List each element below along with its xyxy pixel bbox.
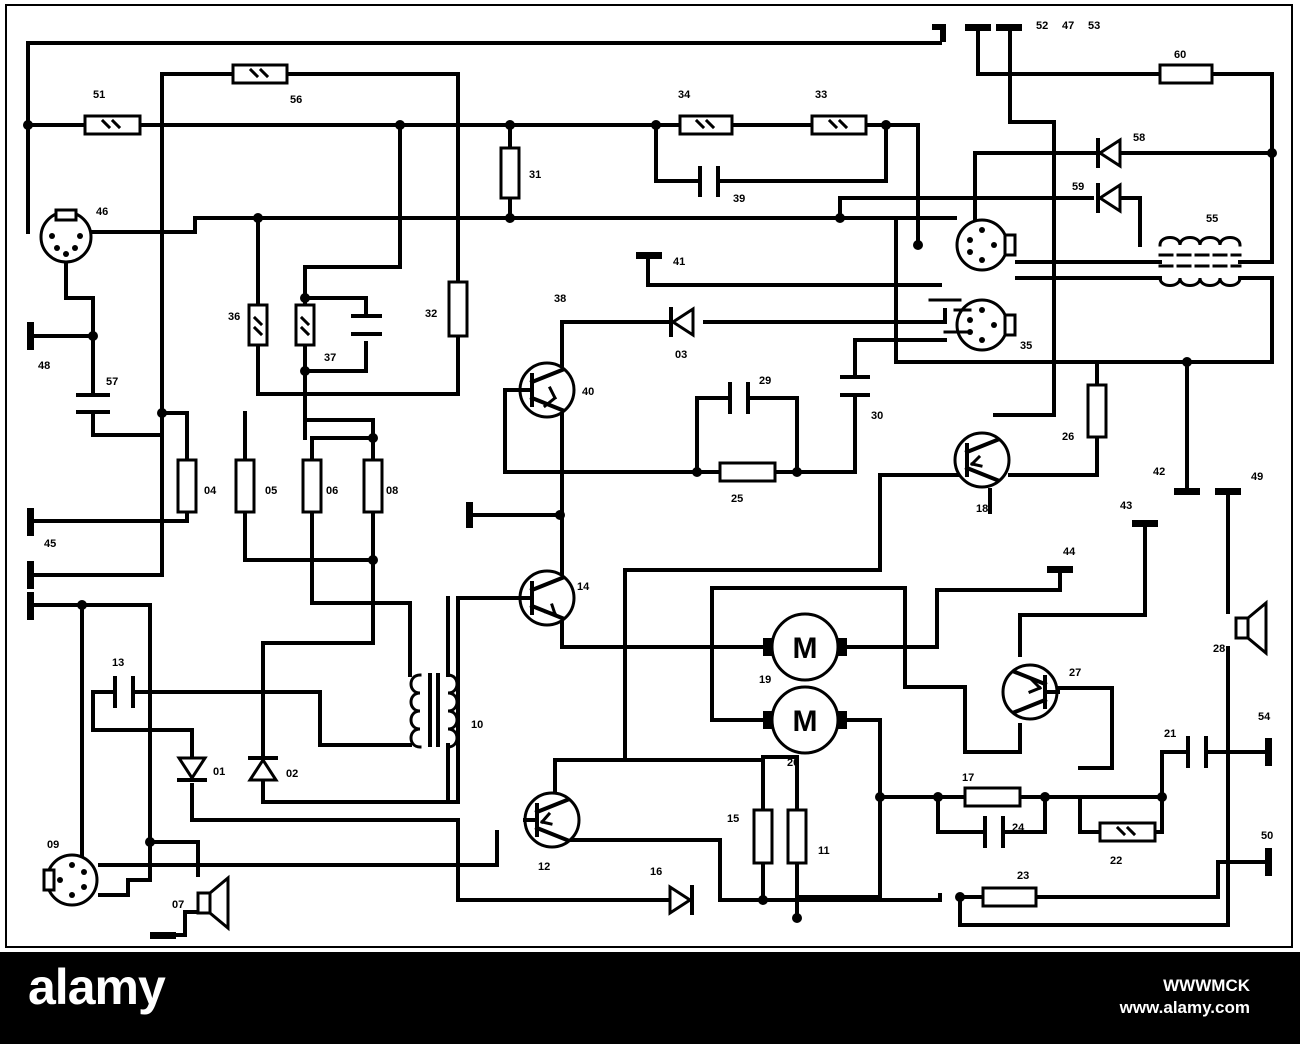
label-12: 12	[538, 861, 550, 873]
label-28: 28	[1213, 643, 1225, 655]
label-34: 34	[678, 89, 691, 101]
label-37: 37	[324, 352, 336, 364]
label-27: 27	[1069, 667, 1081, 679]
label-08: 08	[386, 485, 398, 497]
label-55: 55	[1206, 213, 1218, 225]
label-09: 09	[47, 839, 59, 851]
label-31: 31	[529, 169, 541, 181]
label-30: 30	[871, 410, 883, 422]
label-45: 45	[44, 538, 56, 550]
label-42: 42	[1153, 466, 1165, 478]
label-03: 03	[675, 349, 687, 361]
image-reference: WWWMCK www.alamy.com	[1120, 975, 1250, 1019]
label-19: 19	[759, 674, 771, 686]
label-44: 44	[1063, 546, 1076, 558]
label-33: 33	[815, 89, 827, 101]
label-54: 54	[1258, 711, 1271, 723]
label-35: 35	[1020, 340, 1032, 352]
label-20: 20	[787, 757, 799, 769]
label-23: 23	[1017, 870, 1029, 882]
label-48: 48	[38, 360, 50, 372]
motor-19-symbol: M	[793, 632, 818, 665]
label-25: 25	[731, 493, 743, 505]
speaker-symbols	[196, 599, 1268, 932]
label-14: 14	[577, 581, 590, 593]
din-connector-symbols	[39, 208, 1017, 907]
label-24: 24	[1012, 822, 1025, 834]
label-40: 40	[582, 386, 594, 398]
transistor-symbols	[518, 361, 1060, 849]
site-url: www.alamy.com	[1119, 998, 1250, 1017]
label-13: 13	[112, 657, 124, 669]
label-50: 50	[1261, 830, 1273, 842]
terminal-pads	[27, 24, 1272, 939]
label-41: 41	[673, 256, 685, 268]
label-60: 60	[1174, 49, 1186, 61]
motor-20-symbol: M	[793, 705, 818, 738]
brand-logo: alamy	[28, 959, 166, 1015]
label-47: 47	[1062, 20, 1074, 32]
label-15: 15	[727, 813, 739, 825]
label-59: 59	[1072, 181, 1084, 193]
label-21: 21	[1164, 728, 1176, 740]
capacitor-symbols	[76, 166, 1208, 848]
label-10: 10	[471, 719, 483, 731]
label-18: 18	[976, 503, 988, 515]
label-01: 01	[213, 766, 225, 778]
label-53: 53	[1088, 20, 1100, 32]
label-58: 58	[1133, 132, 1145, 144]
label-49: 49	[1251, 471, 1263, 483]
junction-dots	[23, 120, 1277, 923]
label-04: 04	[204, 485, 217, 497]
component-labels: 52 47 53 60 51 56 34 33 58 59 55 31 39 4…	[38, 20, 1273, 911]
label-43: 43	[1120, 500, 1132, 512]
resistor-symbols	[83, 63, 1214, 908]
circuit-schematic: M M 52 47 53 60 51 56 34 3	[23, 20, 1277, 939]
label-26: 26	[1062, 431, 1074, 443]
wire-network	[26, 28, 1274, 937]
label-56: 56	[290, 94, 302, 106]
label-29: 29	[759, 375, 771, 387]
label-02: 02	[286, 768, 298, 780]
label-51: 51	[93, 89, 105, 101]
image-id: WWWMCK	[1163, 976, 1250, 995]
motor-symbols: M M	[763, 612, 847, 755]
diode-symbols	[176, 137, 1122, 916]
label-16: 16	[650, 866, 662, 878]
label-22: 22	[1110, 855, 1122, 867]
label-52: 52	[1036, 20, 1048, 32]
label-36: 36	[228, 311, 240, 323]
label-57: 57	[106, 376, 118, 388]
label-46: 46	[96, 206, 108, 218]
label-38: 38	[554, 293, 566, 305]
label-07: 07	[172, 899, 184, 911]
label-17: 17	[962, 772, 974, 784]
label-32: 32	[425, 308, 437, 320]
transformer-symbols	[409, 236, 1242, 804]
label-06: 06	[326, 485, 338, 497]
watermark-band	[0, 952, 1300, 1044]
label-05: 05	[265, 485, 277, 497]
label-39: 39	[733, 193, 745, 205]
label-11: 11	[818, 845, 830, 857]
